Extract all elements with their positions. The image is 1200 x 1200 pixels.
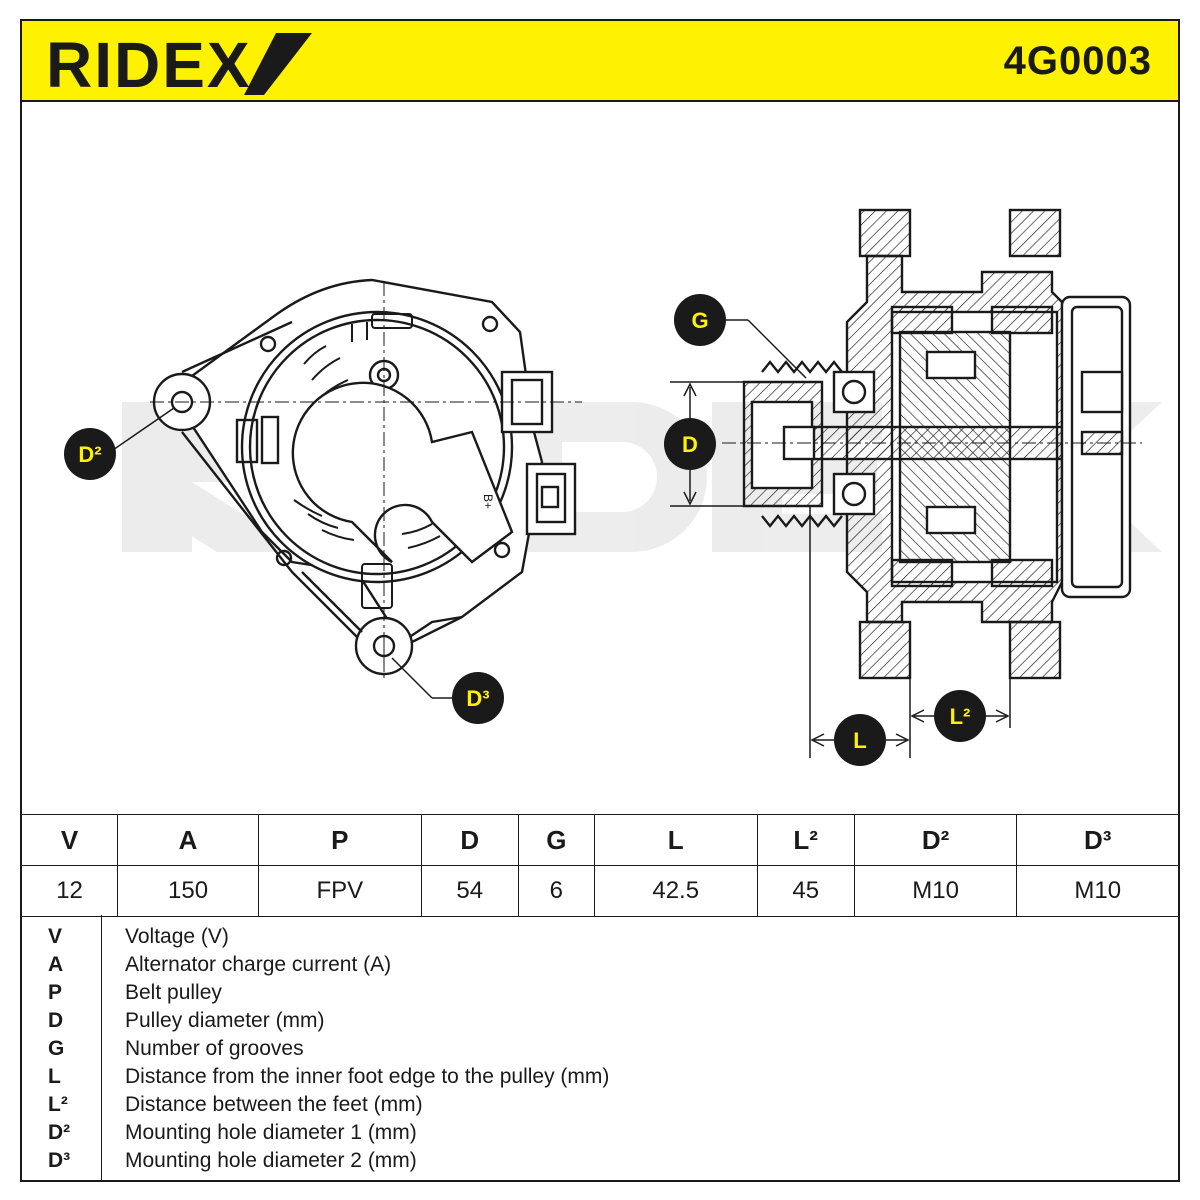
legend-desc: Pulley diameter (mm) xyxy=(125,1009,325,1032)
legend-key: A xyxy=(48,953,64,976)
spec-value: 12 xyxy=(22,865,119,917)
brush-holder-cover xyxy=(291,381,514,564)
callout-g: G xyxy=(674,294,807,379)
spec-header: P xyxy=(257,814,422,866)
legend-divider xyxy=(101,915,102,1180)
legend-desc: Distance between the feet (mm) xyxy=(125,1093,423,1116)
logo-slash xyxy=(244,33,312,95)
terminal-label: B+ xyxy=(481,494,495,509)
legend-item: P Belt pulley xyxy=(22,981,1178,1009)
legend-desc: Voltage (V) xyxy=(125,925,229,948)
legend-desc: Mounting hole diameter 1 (mm) xyxy=(125,1121,417,1144)
rear-cover-inner xyxy=(248,318,506,576)
spec-header: D xyxy=(420,814,519,866)
spec-value: M10 xyxy=(1016,865,1178,917)
brand-wordmark: RIDEX xyxy=(46,29,252,97)
legend-desc: Belt pulley xyxy=(125,981,222,1004)
legend-key: P xyxy=(48,981,63,1004)
legend-key: G xyxy=(48,1037,65,1060)
spec-value-row: 12 150 FPV 54 6 42.5 45 M10 M10 xyxy=(22,865,1178,917)
cooling-slots xyxy=(293,313,441,609)
spec-header: G xyxy=(517,814,595,866)
regulator xyxy=(1080,370,1124,414)
header-bar: RIDEX 4G0003 xyxy=(22,21,1178,102)
callout-d3: D³ xyxy=(391,657,504,724)
spec-value: 54 xyxy=(420,865,519,917)
legend-desc: Number of grooves xyxy=(125,1037,304,1060)
spec-value: 42.5 xyxy=(593,865,758,917)
legend-item: V Voltage (V) xyxy=(22,925,1178,953)
connector-bottom xyxy=(525,462,577,536)
front-bearing-bottom xyxy=(832,472,876,516)
legend: V Voltage (V) A Alternator charge curren… xyxy=(22,915,1178,1180)
legend-item: L Distance from the inner foot edge to t… xyxy=(22,1065,1178,1093)
legend-item: A Alternator charge current (A) xyxy=(22,953,1178,981)
spec-table: V A P D G L L² D² D³ 12 150 FPV 54 6 42.… xyxy=(22,814,1178,917)
callout-d-label: D xyxy=(682,432,698,457)
spec-header: L xyxy=(593,814,758,866)
legend-item: D Pulley diameter (mm) xyxy=(22,1009,1178,1037)
part-number: 4G0003 xyxy=(1003,39,1152,83)
spec-value: 45 xyxy=(756,865,855,917)
rear-foot-top xyxy=(1008,208,1062,258)
callout-l-label: L xyxy=(853,728,866,753)
dimension-d xyxy=(670,381,772,507)
technical-drawing: B+ D² D³ xyxy=(64,208,1162,766)
spec-header: A xyxy=(117,814,259,866)
winding-top xyxy=(925,350,977,380)
legend-key: D³ xyxy=(48,1149,71,1172)
callout-d3-label: D³ xyxy=(466,686,489,711)
legend-desc: Mounting hole diameter 2 (mm) xyxy=(125,1149,417,1172)
callout-d2: D² xyxy=(64,407,175,480)
spec-header: L² xyxy=(756,814,855,866)
legend-desc: Alternator charge current (A) xyxy=(125,953,392,976)
side-rib xyxy=(235,418,259,464)
winding-bottom xyxy=(925,505,977,535)
spec-value: M10 xyxy=(853,865,1018,917)
callout-g-label: G xyxy=(691,308,708,333)
legend-key: L xyxy=(48,1065,61,1088)
upper-mount-hole xyxy=(170,390,194,414)
legend-desc: Distance from the inner foot edge to the… xyxy=(125,1065,610,1088)
spec-header: D³ xyxy=(1016,814,1178,866)
spec-header: V xyxy=(22,814,119,866)
spec-header-row: V A P D G L L² D² D³ xyxy=(22,814,1178,866)
spec-header: D² xyxy=(853,814,1018,866)
legend-key: V xyxy=(48,925,63,948)
legend-item: L² Distance between the feet (mm) xyxy=(22,1093,1178,1121)
callout-d2-label: D² xyxy=(78,442,101,467)
spec-value: FPV xyxy=(257,865,422,917)
legend-key: D² xyxy=(48,1121,71,1144)
legend-item: D² Mounting hole diameter 1 (mm) xyxy=(22,1121,1178,1149)
legend-key: D xyxy=(48,1009,64,1032)
ridex-logo: RIDEX xyxy=(46,29,312,97)
front-bearing-top xyxy=(832,370,876,414)
front-foot-top xyxy=(858,208,912,258)
spec-value: 6 xyxy=(517,865,595,917)
alternator-rear-view xyxy=(150,278,582,682)
rear-foot-bottom xyxy=(1008,620,1062,680)
dimension-l xyxy=(809,506,911,758)
pulley-grooves-bottom xyxy=(761,514,843,528)
legend-key: L² xyxy=(48,1093,68,1116)
callout-l2: L² xyxy=(934,690,986,742)
spec-value: 150 xyxy=(117,865,259,917)
datasheet: RIDEX 4G0003 xyxy=(20,19,1180,1182)
legend-item: D³ Mounting hole diameter 2 (mm) xyxy=(22,1149,1178,1177)
pulley-grooves-top xyxy=(761,360,843,374)
callout-l: L xyxy=(834,714,886,766)
alternator-cross-section xyxy=(742,208,1132,680)
callout-d: D xyxy=(664,418,716,470)
front-foot-bottom xyxy=(858,620,912,680)
callout-l2-label: L² xyxy=(950,704,971,729)
legend-item: G Number of grooves xyxy=(22,1037,1178,1065)
